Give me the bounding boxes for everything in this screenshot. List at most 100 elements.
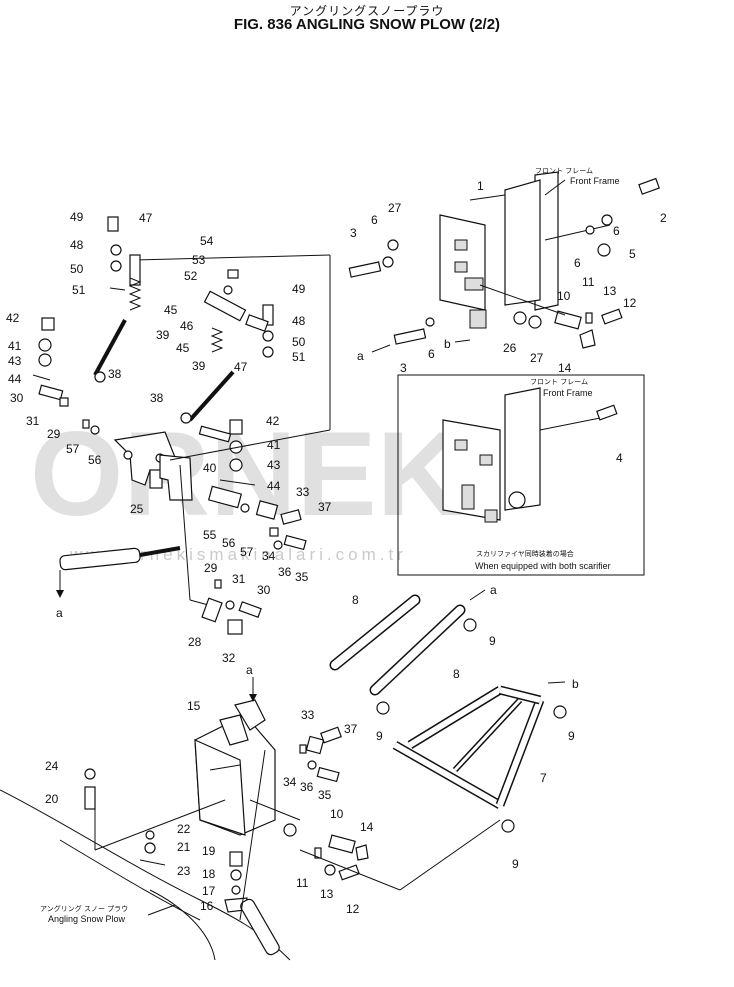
part-number: 53: [192, 253, 206, 267]
hydraulic-cylinder-left: [59, 547, 141, 571]
part-number: 22: [177, 822, 191, 836]
part-number: 41: [8, 339, 22, 353]
inset-front-frame-label-jp: フロント フレーム: [530, 378, 588, 386]
part-number: 44: [8, 372, 22, 386]
part-number: 11: [296, 876, 309, 890]
bolt-19: [229, 851, 243, 867]
part-number: 29: [204, 561, 218, 575]
bolt-35-upper: [283, 534, 307, 551]
inset-front-frame: [504, 387, 541, 511]
part-number: 3: [400, 361, 407, 375]
coupler-33: [255, 500, 279, 520]
part-number: 36: [278, 565, 292, 579]
part-number: 23: [177, 864, 191, 878]
figure-title: FIG. 836 ANGLING SNOW PLOW (2/2): [233, 16, 501, 33]
part-number: 39: [156, 328, 170, 342]
grease-fitting-24: [84, 768, 96, 780]
bolt-49-upper: [107, 216, 119, 232]
part-number: 14: [360, 820, 374, 834]
part-number: 13: [320, 887, 334, 901]
bolt-30-left: [38, 384, 64, 401]
part-number: 34: [283, 775, 297, 789]
pin-47-upper: [129, 254, 141, 286]
part-number: 52: [184, 269, 198, 283]
bolt-3-upper: [348, 261, 382, 278]
lever-46: [203, 290, 247, 322]
part-number: 28: [188, 635, 202, 649]
spring-45-right: [210, 327, 224, 353]
part-number: 24: [45, 759, 59, 773]
part-number: 26: [503, 341, 517, 355]
part-number: 50: [292, 335, 306, 349]
part-number: 38: [108, 367, 122, 381]
part-number: 48: [292, 314, 306, 328]
scarifier-inset: フロント フレーム Front Frame スカリファイヤ同時装着の場合 Whe…: [397, 374, 645, 576]
figure-title-japanese: アングリングスノープラウ: [289, 4, 445, 18]
part-number: 48: [70, 238, 84, 252]
part-number: 51: [292, 350, 306, 364]
part-number: 40: [203, 461, 217, 475]
part-number: 10: [330, 807, 344, 821]
part-number: 47: [234, 360, 248, 374]
part-number: 51: [72, 283, 86, 297]
washer-27: [528, 315, 542, 329]
part-number: 55: [203, 528, 217, 542]
reference-letter: b: [572, 677, 579, 691]
part-number: 6: [428, 347, 435, 361]
scarifier-note-jp: スカリファイヤ同時装着の場合: [476, 549, 574, 558]
part-number: 19: [202, 844, 216, 858]
grease-fitting-32: [227, 619, 243, 635]
part-number: 9: [568, 729, 575, 743]
part-number: 6: [613, 224, 620, 238]
part-number: 45: [176, 341, 190, 355]
bolt-35-lower: [316, 766, 340, 783]
part-number: 45: [164, 303, 178, 317]
part-number: 10: [557, 289, 571, 303]
inset-frame: [397, 374, 645, 576]
part-number: 39: [192, 359, 206, 373]
nut-53: [227, 269, 239, 279]
plow-label: Angling Snow Plow: [48, 914, 126, 924]
nut-9-bottom: [501, 819, 515, 833]
part-number: 2: [660, 211, 667, 225]
inset-front-frame-label: Front Frame: [543, 388, 593, 398]
part-number: 33: [301, 708, 315, 722]
shaft-40: [198, 425, 232, 443]
part-number: 14: [558, 361, 572, 375]
part-number: 6: [574, 256, 581, 270]
part-number: 29: [47, 427, 61, 441]
part-number: 27: [530, 351, 544, 365]
part-number: 34: [262, 549, 276, 563]
part-number: 9: [489, 634, 496, 648]
part-number: 36: [300, 780, 314, 794]
nut-27: [387, 239, 399, 251]
part-number: 12: [623, 296, 637, 310]
spring-45-left: [128, 277, 142, 311]
bolt-42-left: [41, 317, 55, 331]
rod-38-right: [188, 370, 235, 422]
part-number: 42: [6, 311, 20, 325]
fitting-37-lower: [320, 726, 342, 744]
stud-20: [84, 786, 96, 810]
nut-9-top: [463, 618, 477, 632]
washer-48: [110, 244, 122, 256]
shaft-55: [207, 485, 243, 509]
part-number: 3: [350, 226, 357, 240]
part-number: 47: [139, 211, 153, 225]
part-number: 1: [477, 179, 484, 193]
watermark: ORNEK www.ornekismakinalari.com.tr: [30, 407, 463, 564]
part-number: 31: [26, 414, 40, 428]
watermark-brand: ORNEK: [30, 407, 463, 541]
part-number: 32: [222, 651, 236, 665]
watermark-url: www.ornekismakinalari.com.tr: [69, 545, 407, 564]
coupler-33-lower: [305, 735, 325, 755]
part-number: 20: [45, 792, 59, 806]
scarifier-note: When equipped with both scarifier: [475, 561, 611, 571]
bolt-49-right: [262, 304, 274, 326]
inset-bolt-4: [596, 404, 618, 421]
part-number: 27: [388, 201, 402, 215]
part-number: 43: [8, 354, 22, 368]
fitting-37: [280, 509, 302, 525]
lower-bracket: [469, 309, 487, 329]
